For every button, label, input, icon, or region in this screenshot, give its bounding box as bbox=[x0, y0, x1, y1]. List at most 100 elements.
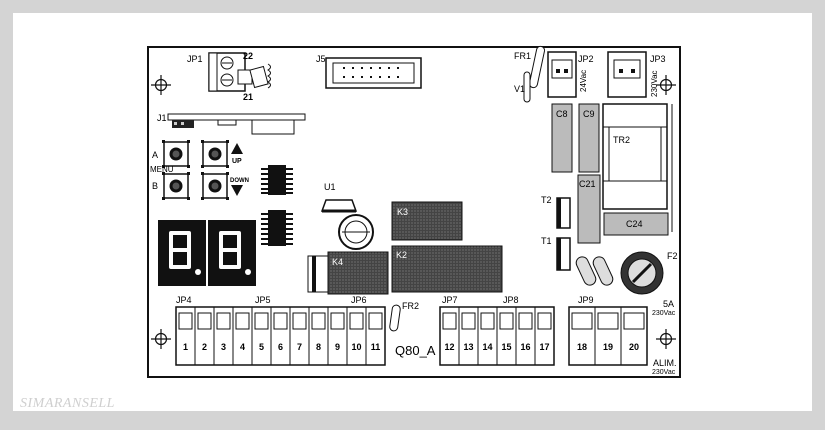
terminal-15[interactable]: 15 bbox=[496, 307, 514, 365]
terminal-1[interactable]: 1 bbox=[178, 312, 193, 352]
t2-label: T2 bbox=[541, 195, 552, 205]
jp6-label: JP6 bbox=[351, 295, 367, 305]
terminal-number: 20 bbox=[629, 342, 639, 352]
ic-chip-lower bbox=[261, 210, 293, 246]
watermark: SIMARANSELL bbox=[20, 396, 115, 411]
jp5-label: JP5 bbox=[255, 295, 271, 305]
terminal-20[interactable]: 20 bbox=[620, 307, 645, 365]
c24-capacitor bbox=[603, 212, 669, 236]
up-arrow-icon bbox=[231, 143, 243, 154]
terminal-number: 8 bbox=[316, 342, 321, 352]
v1-varistor bbox=[523, 71, 531, 103]
varistor-right bbox=[592, 256, 614, 286]
terminal-block-3: 18 19 20 bbox=[568, 306, 648, 366]
seven-segment-display bbox=[158, 220, 256, 286]
fr1-label: FR1 bbox=[514, 51, 531, 61]
terminal-number: 9 bbox=[335, 342, 340, 352]
mounting-hole-icon bbox=[656, 329, 676, 349]
terminal-19[interactable]: 19 bbox=[594, 307, 619, 365]
c8-capacitor bbox=[551, 103, 573, 173]
jp3-label: JP3 bbox=[650, 54, 666, 64]
terminal-3[interactable]: 3 bbox=[213, 307, 231, 365]
button-b[interactable] bbox=[162, 172, 190, 200]
terminal-9[interactable]: 9 bbox=[327, 307, 345, 365]
menu-label: MENU bbox=[150, 165, 174, 174]
terminal-number: 11 bbox=[371, 342, 381, 352]
terminal-17[interactable]: 17 bbox=[534, 307, 552, 365]
jp1-pin-bottom-label: 21 bbox=[243, 92, 253, 102]
button-b-label: B bbox=[152, 181, 158, 191]
terminal-2[interactable]: 2 bbox=[194, 307, 212, 365]
terminal-number: 15 bbox=[501, 342, 511, 352]
down-arrow-icon bbox=[231, 185, 243, 196]
c9-label: C9 bbox=[583, 109, 595, 119]
terminal-8[interactable]: 8 bbox=[308, 307, 326, 365]
k2-label: K2 bbox=[396, 250, 407, 260]
ic-chip-upper bbox=[261, 165, 293, 195]
f2-label: F2 bbox=[667, 251, 678, 261]
jp4-label: JP4 bbox=[176, 295, 192, 305]
jp1-label: JP1 bbox=[187, 54, 203, 64]
terminal-7[interactable]: 7 bbox=[289, 307, 307, 365]
terminal-12[interactable]: 12 bbox=[442, 312, 457, 352]
varistor-left bbox=[575, 256, 597, 286]
terminal-10[interactable]: 10 bbox=[346, 307, 364, 365]
tr2-transformer bbox=[602, 103, 673, 232]
k3-relay bbox=[391, 201, 463, 241]
button-up[interactable] bbox=[201, 140, 229, 168]
k4-relay bbox=[327, 251, 389, 295]
c21-label: C21 bbox=[579, 179, 596, 189]
model-label: Q80_A bbox=[395, 343, 436, 358]
u1-label: U1 bbox=[324, 182, 336, 192]
mounting-hole-icon bbox=[151, 75, 171, 95]
jp9-label: JP9 bbox=[578, 295, 594, 305]
down-label: DOWN bbox=[230, 178, 249, 184]
terminal-number: 2 bbox=[202, 342, 207, 352]
button-down[interactable] bbox=[201, 172, 229, 200]
j5-header bbox=[325, 57, 422, 89]
terminal-number: 5 bbox=[259, 342, 264, 352]
terminal-number: 6 bbox=[278, 342, 283, 352]
jp2-label: JP2 bbox=[578, 54, 594, 64]
mounting-hole-icon bbox=[656, 75, 676, 95]
k3-label: K3 bbox=[397, 207, 408, 217]
terminal-18[interactable]: 18 bbox=[571, 312, 593, 352]
v1-label: V1 bbox=[514, 84, 525, 94]
terminal-block-2: 12 13 14 15 16 17 bbox=[439, 306, 555, 366]
jp2-rating-label: 24Vac bbox=[579, 70, 588, 92]
terminal-11[interactable]: 11 bbox=[365, 307, 383, 365]
fr2-label: FR2 bbox=[402, 301, 419, 311]
terminal-6[interactable]: 6 bbox=[270, 307, 288, 365]
t1-label: T1 bbox=[541, 236, 552, 246]
terminal-number: 17 bbox=[539, 342, 549, 352]
fuse-rating-label: 5A bbox=[663, 299, 674, 309]
u1-regulator bbox=[320, 199, 358, 212]
j1-header bbox=[167, 113, 306, 135]
terminal-number: 18 bbox=[577, 342, 587, 352]
terminal-13[interactable]: 13 bbox=[458, 307, 476, 365]
button-a[interactable] bbox=[162, 140, 190, 168]
button-a-label: A bbox=[152, 150, 158, 160]
t2-transistor bbox=[556, 197, 571, 229]
jp1-connector bbox=[208, 52, 271, 92]
terminal-number: 16 bbox=[520, 342, 530, 352]
k4-side-block bbox=[307, 255, 329, 293]
terminal-16[interactable]: 16 bbox=[515, 307, 533, 365]
k2-relay bbox=[391, 245, 503, 293]
fuse-voltage-label: 230Vac bbox=[652, 310, 676, 317]
terminal-number: 3 bbox=[221, 342, 226, 352]
terminal-number: 14 bbox=[482, 342, 492, 352]
terminal-number: 12 bbox=[444, 342, 454, 352]
tr2-label: TR2 bbox=[613, 135, 630, 145]
terminal-4[interactable]: 4 bbox=[232, 307, 250, 365]
jp7-label: JP7 bbox=[442, 295, 458, 305]
fr2-varistor bbox=[389, 304, 401, 332]
j1-label: J1 bbox=[157, 113, 167, 123]
jp3-rating-label: 230Vac bbox=[650, 70, 659, 97]
terminal-14[interactable]: 14 bbox=[477, 307, 495, 365]
mounting-hole-icon bbox=[151, 329, 171, 349]
terminal-5[interactable]: 5 bbox=[251, 307, 269, 365]
